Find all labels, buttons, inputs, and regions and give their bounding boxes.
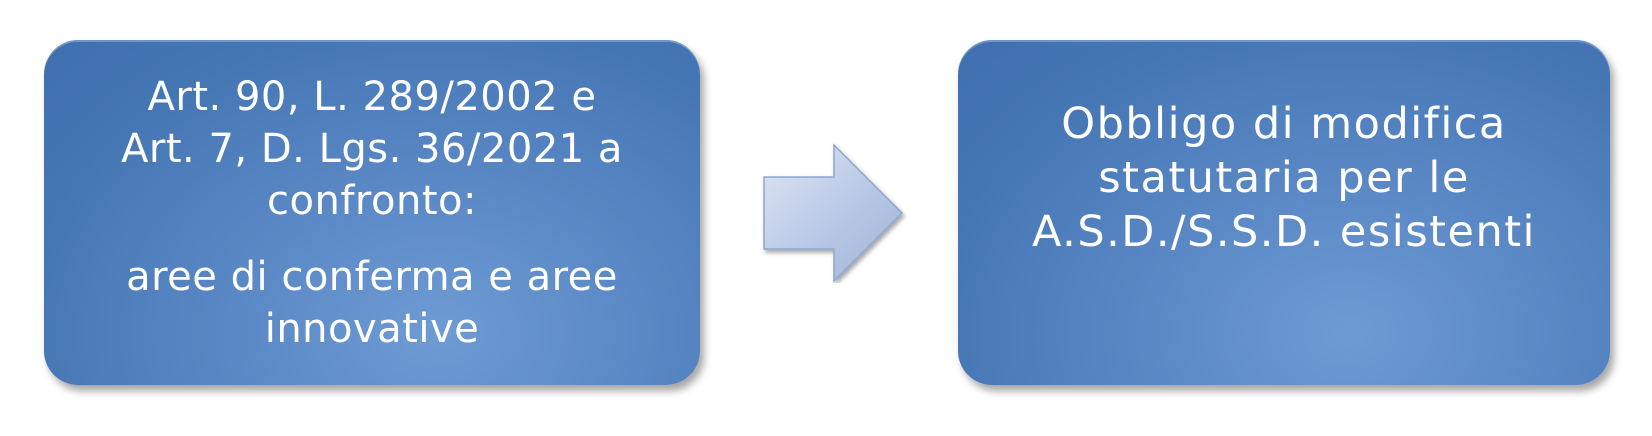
left-box-line-5: innovative: [264, 305, 480, 352]
right-box-line-2: statutaria per le: [1098, 152, 1470, 203]
right-box-line-1: Obbligo di modifica: [1061, 98, 1507, 149]
right-box-line-3: A.S.D./S.S.D. esistenti: [1031, 206, 1536, 257]
right-arrow-icon: [763, 143, 904, 283]
right-process-box: Obbligo di modifica statutaria per le A.…: [958, 40, 1610, 385]
left-box-line-1: Art. 90, L. 289/2002 e: [147, 73, 597, 120]
left-box-line-2: Art. 7, D. Lgs. 36/2021 a: [121, 125, 623, 172]
left-process-box: Art. 90, L. 289/2002 e Art. 7, D. Lgs. 3…: [44, 40, 700, 385]
left-box-line-3: confronto:: [267, 177, 477, 224]
left-box-line-4: aree di conferma e aree: [126, 253, 618, 300]
